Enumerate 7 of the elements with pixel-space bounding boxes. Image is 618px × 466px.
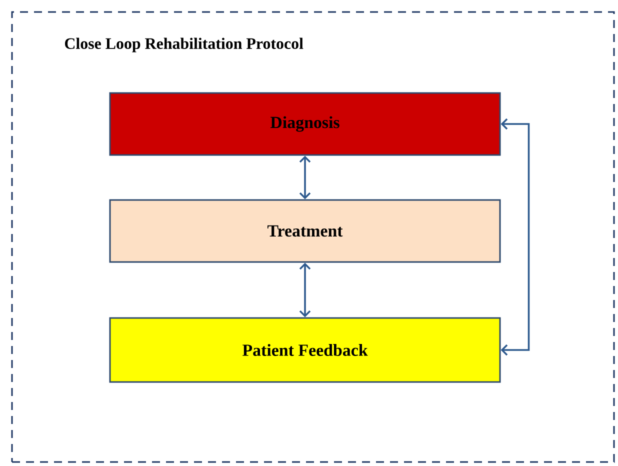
process-box: Diagnosis [109,92,501,156]
frame-title: Close Loop Rehabilitation Protocol [65,38,304,52]
arrow [299,156,311,200]
arrow [299,262,311,318]
process-box: Patient Feedback [109,317,501,383]
arrow [500,118,530,356]
process-box: Treatment [109,199,501,263]
